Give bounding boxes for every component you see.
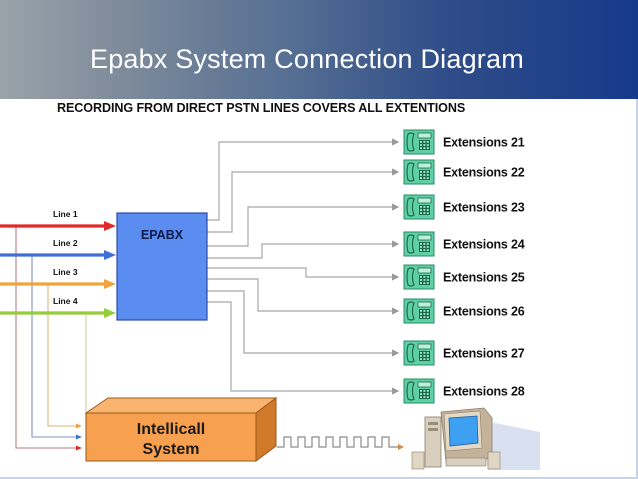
- title-bar: Epabx System Connection Diagram: [0, 0, 638, 99]
- recorder-box-top: [84, 397, 278, 414]
- pstn-line-label: Line 1: [53, 209, 78, 219]
- desktop-computer-icon: [411, 407, 540, 470]
- pstn-line-2: Line 2: [0, 238, 116, 260]
- extension-wire-8: [207, 301, 400, 395]
- slide-border-right: [636, 99, 638, 479]
- extension-wire-5: [207, 267, 400, 281]
- arrow-head-icon: [76, 445, 82, 451]
- pstn-line-3: Line 3: [0, 267, 116, 289]
- tap-wire: [47, 284, 80, 427]
- extension-label: Extensions 26: [443, 305, 525, 319]
- intellicall-system: Intellicall System: [84, 397, 278, 462]
- slide-border-bottom: [0, 477, 638, 479]
- arrow-head-icon: [104, 308, 116, 318]
- extension-label: Extensions 27: [443, 347, 525, 361]
- arrow-head-icon: [76, 423, 82, 429]
- recorder-label-line2: System: [143, 441, 200, 458]
- tap-line-2: [30, 253, 82, 440]
- telephone-icon: [403, 264, 435, 290]
- extension-label: Extensions 21: [443, 136, 525, 150]
- arrow-head-icon: [104, 279, 116, 289]
- recorder-box-front: [85, 412, 257, 462]
- extensions-list: Extensions 21 Extensions 22 Extensions 23 E…: [403, 129, 525, 404]
- pstn-line-4: Line 4: [0, 296, 116, 318]
- telephone-icon: [403, 231, 435, 257]
- arrow-head-icon: [104, 250, 116, 260]
- telephone-icon: [403, 129, 435, 155]
- arrow-head-icon: [76, 434, 82, 440]
- extension-item: Extensions 22: [403, 159, 525, 185]
- extension-wire-7: [207, 290, 400, 357]
- extension-wire-2: [207, 168, 400, 233]
- telephone-icon: [403, 340, 435, 366]
- extension-item: Extensions 21: [403, 129, 525, 155]
- recorder-label-line1: Intellicall: [137, 421, 205, 438]
- pstn-lines: Line 1 Line 2 Line 3 Line 4: [0, 209, 116, 318]
- extension-item: Extensions 27: [403, 340, 525, 366]
- slide-title: Epabx System Connection Diagram: [90, 44, 524, 74]
- extension-item: Extensions 24: [403, 231, 525, 257]
- extension-item: Extensions 25: [403, 264, 525, 290]
- extension-wires: [207, 138, 400, 395]
- telephone-icon: [403, 298, 435, 324]
- extension-label: Extensions 28: [443, 385, 525, 399]
- extension-item: Extensions 26: [403, 298, 525, 324]
- extension-label: Extensions 24: [443, 238, 525, 252]
- extension-wire-3: [207, 203, 400, 247]
- pstn-line-label: Line 4: [53, 296, 78, 306]
- pstn-line-label: Line 2: [53, 238, 78, 248]
- telephone-icon: [403, 194, 435, 220]
- extension-label: Extensions 22: [443, 166, 525, 180]
- extension-wire-4: [207, 240, 400, 259]
- extension-label: Extensions 23: [443, 201, 525, 215]
- telephone-icon: [403, 159, 435, 185]
- extension-item: Extensions 28: [403, 378, 525, 404]
- extension-wire-1: [207, 138, 400, 221]
- extension-wire-6: [207, 278, 400, 315]
- epabx-unit: EPABX: [116, 212, 208, 321]
- telephone-icon: [403, 378, 435, 404]
- square-wave-signal-icon: [277, 436, 404, 450]
- extension-label: Extensions 25: [443, 271, 525, 285]
- arrow-head-icon: [104, 221, 116, 231]
- pstn-line-1: Line 1: [0, 209, 116, 231]
- extension-item: Extensions 23: [403, 194, 525, 220]
- pstn-line-label: Line 3: [53, 267, 78, 277]
- epabx-box: [116, 212, 208, 321]
- epabx-label: EPABX: [141, 228, 184, 242]
- recorder-tap-lines: [14, 224, 88, 451]
- tap-wire: [31, 255, 80, 438]
- tap-wire: [15, 226, 80, 449]
- tap-line-4: [84, 311, 88, 413]
- diagram-subtitle: RECORDING FROM DIRECT PSTN LINES COVERS …: [57, 101, 466, 115]
